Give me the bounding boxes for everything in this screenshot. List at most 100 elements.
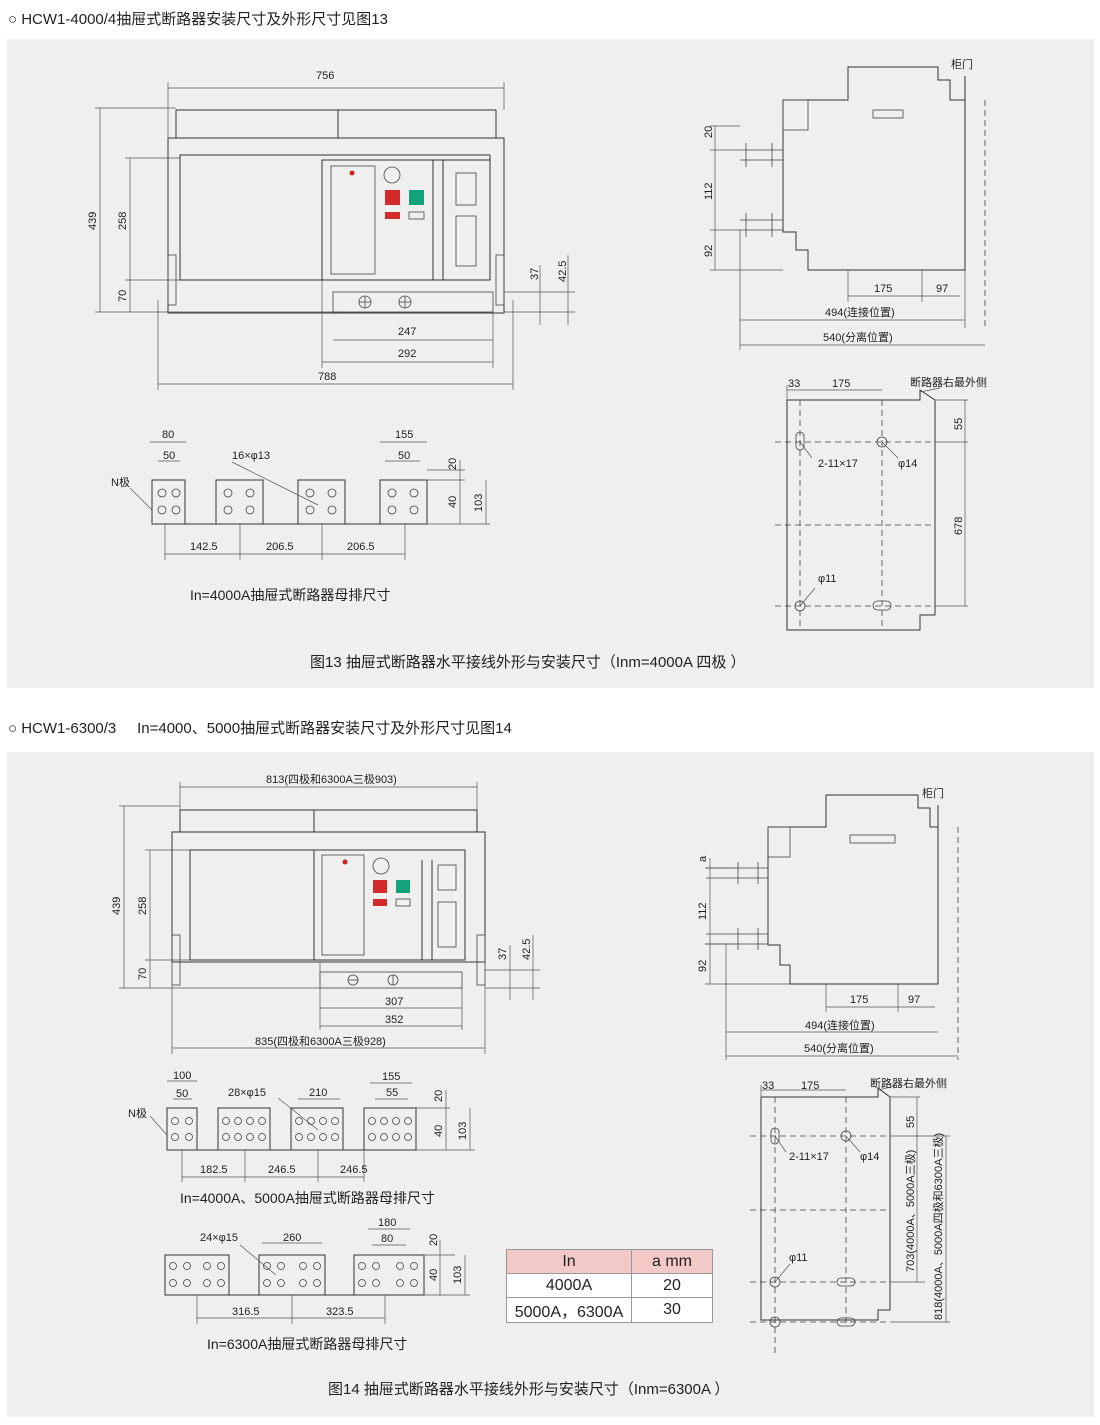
- fig13-hole11-label: φ11: [818, 573, 837, 585]
- fig14-bus2-180: 180: [378, 1217, 396, 1229]
- fig13-side-175: 175: [874, 283, 892, 295]
- fig13-bus-50a: 50: [163, 450, 175, 462]
- fig14-dim-352: 352: [385, 1014, 403, 1026]
- fig13-bus-s3: 206.5: [347, 541, 375, 553]
- fig14-bus1-s1: 182.5: [200, 1164, 228, 1176]
- table-row: 5000A，6300A 30: [506, 1297, 713, 1323]
- fig14-busbar2: 24×φ15 260 180 80 20 40 103 316.5 323.5 …: [164, 1217, 470, 1352]
- fig13-mount-55: 55: [953, 418, 965, 430]
- fig14-bus2-103: 103: [452, 1266, 464, 1284]
- fig14-side-175: 175: [850, 994, 868, 1006]
- table-row: 4000A 20: [506, 1273, 713, 1298]
- fig13-dim-width: 756: [316, 70, 334, 82]
- fig14-bus2-80: 80: [381, 1233, 393, 1245]
- fig14-bus1-label: In=4000A、5000A抽屉式断路器母排尺寸: [180, 1190, 435, 1206]
- fig14-bus1-s2: 246.5: [268, 1164, 296, 1176]
- table-head-in: In: [506, 1249, 632, 1274]
- fig14-side-a: a: [697, 855, 709, 862]
- fig14-bus2-40: 40: [428, 1269, 440, 1281]
- fig14-bus1-n-pole: N极: [128, 1106, 147, 1120]
- fig14-door-label: 柜门: [922, 786, 944, 800]
- fig14-side-112: 112: [697, 902, 709, 920]
- fig14-mount-33: 33: [762, 1080, 774, 1092]
- fig13-mount: 33 175 断路器右最外侧 55 678 2-11×17 φ14 φ11: [775, 375, 987, 631]
- fig13-bus-s1: 142.5: [190, 541, 218, 553]
- table-cell: 20: [631, 1273, 713, 1298]
- fig14-bus1-55: 55: [386, 1087, 398, 1099]
- fig14-bus1-210: 210: [309, 1087, 327, 1099]
- section1-heading: ○ HCW1-4000/4抽屉式断路器安装尺寸及外形尺寸见图13: [8, 11, 388, 28]
- fig14-hole14-label: φ14: [860, 1151, 879, 1163]
- fig13-side-20: 20: [703, 126, 715, 138]
- fig13-side-view: 柜门 20 112 92 175 97 494(连接位置) 540(分离位置): [703, 57, 986, 350]
- fig13-bus-20: 20: [447, 458, 459, 470]
- fig13-hole14-label: φ14: [898, 458, 917, 470]
- fig13-bus-holes: 16×φ13: [232, 450, 270, 462]
- figure13-panel: [7, 39, 1094, 688]
- fig13-sep-label: 540(分离位置): [823, 330, 893, 344]
- fig14-busbar1: 100 50 28×φ15 210 155 55 N极 20 40 103 18…: [128, 1070, 475, 1206]
- fig13-bus-40: 40: [447, 496, 459, 508]
- a-dimension-table: In a mm 4000A 20 5000A，6300A 30: [506, 1249, 713, 1323]
- fig14-bus2-holes: 24×φ15: [200, 1232, 238, 1244]
- fig13-mount-678: 678: [953, 517, 965, 535]
- fig14-dim-307: 307: [385, 996, 403, 1008]
- table-cell: 4000A: [506, 1273, 632, 1298]
- fig13-bus-80: 80: [162, 429, 174, 441]
- fig13-bus-155: 155: [395, 429, 413, 441]
- fig14-side-97: 97: [908, 994, 920, 1006]
- fig13-right-side-label: 断路器右最外侧: [910, 375, 987, 389]
- fig13-mount-33: 33: [788, 378, 800, 390]
- fig14-front-view: 813(四极和6300A三极903) 439 258 70 307 352 83…: [111, 772, 540, 1054]
- fig13-dim-788: 788: [318, 371, 336, 383]
- fig13-dim-70: 70: [117, 290, 129, 302]
- fig14-dim-70: 70: [137, 968, 149, 980]
- fig14-mount-175: 175: [801, 1080, 819, 1092]
- fig14-bus2-label: In=6300A抽屉式断路器母排尺寸: [207, 1336, 407, 1352]
- fig14-bus2-s2: 323.5: [326, 1306, 354, 1318]
- fig13-side-97: 97: [936, 283, 948, 295]
- fig14-bus1-40: 40: [433, 1125, 445, 1137]
- fig14-bus2-260: 260: [283, 1232, 301, 1244]
- table-cell: 30: [631, 1297, 713, 1323]
- fig14-bus1-20: 20: [433, 1090, 445, 1102]
- fig13-dim-37: 37: [529, 268, 541, 280]
- fig14-dim-258: 258: [137, 897, 149, 915]
- fig13-slot-label: 2-11×17: [818, 458, 858, 470]
- fig14-bus1-155: 155: [382, 1071, 400, 1083]
- fig14-mount-818: 818(4000A、5000A四极和6300A三极): [931, 1133, 945, 1320]
- fig14-mount: 33 175 断路器右最外侧 55 703(4000A、5000A三极) 818…: [750, 1076, 950, 1355]
- fig13-side-92: 92: [703, 245, 715, 257]
- table-head-a: a mm: [631, 1249, 713, 1274]
- fig13-bus-s2: 206.5: [266, 541, 294, 553]
- fig13-busbar: 80 50 16×φ13 155 50 N极 20 40 103 142.5 2…: [111, 429, 490, 603]
- fig14-mount-703: 703(4000A、5000A三极): [903, 1150, 917, 1272]
- fig13-dim-292: 292: [398, 348, 416, 360]
- fig14-dim-835: 835(四极和6300A三极928): [255, 1034, 386, 1048]
- fig13-front-view: 756 439 258 70 247 292 788 37 42.5: [87, 70, 575, 390]
- fig14-conn-label: 494(连接位置): [805, 1018, 875, 1032]
- fig13-dim-247: 247: [398, 326, 416, 338]
- fig14-bus1-103: 103: [457, 1122, 469, 1140]
- fig13-side-112: 112: [703, 182, 715, 200]
- fig14-bus2-s1: 316.5: [232, 1306, 260, 1318]
- fig14-sep-label: 540(分离位置): [804, 1041, 874, 1055]
- fig14-bus2-20: 20: [428, 1234, 440, 1246]
- fig13-dim-height: 439: [87, 212, 99, 230]
- fig13-bus-103: 103: [473, 494, 485, 512]
- fig14-bus1-s3: 246.5: [340, 1164, 368, 1176]
- fig13-dim-258: 258: [117, 212, 129, 230]
- fig14-dim-width: 813(四极和6300A三极903): [266, 772, 397, 786]
- fig14-caption: 图14 抽屉式断路器水平接线外形与安装尺寸（Inm=6300A ）: [328, 1381, 729, 1398]
- fig13-conn-label: 494(连接位置): [825, 305, 895, 319]
- fig14-bus1-100: 100: [173, 1070, 191, 1082]
- fig14-hole11-label: φ11: [789, 1252, 808, 1264]
- fig14-bus1-50a: 50: [176, 1088, 188, 1100]
- fig13-door-label: 柜门: [951, 57, 973, 71]
- fig14-dim-42-5: 42.5: [521, 939, 533, 960]
- fig14-mount-55: 55: [905, 1116, 917, 1128]
- fig13-mount-175: 175: [832, 378, 850, 390]
- section2-heading: ○ HCW1-6300/3 In=4000、5000抽屉式断路器安装尺寸及外形尺…: [8, 720, 512, 737]
- fig14-bus1-holes: 28×φ15: [228, 1087, 266, 1099]
